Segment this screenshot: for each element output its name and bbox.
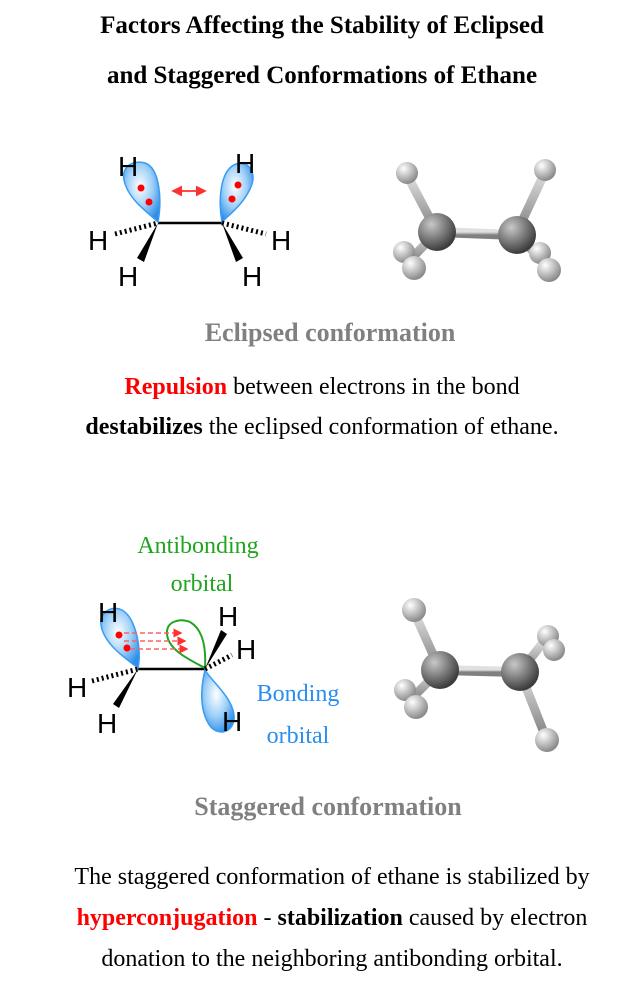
repulsion-term: Repulsion: [124, 374, 228, 400]
sentence-text: caused by electron: [402, 905, 588, 931]
antibonding-label: Antibonding: [137, 533, 258, 559]
atom-h: H: [118, 151, 138, 182]
atom-h: H: [88, 225, 108, 256]
orbital-lobe-left: [122, 161, 161, 224]
staggered-sentence-line-2: hyperconjugation - stabilization caused …: [10, 905, 644, 932]
antibonding-orbital: [165, 619, 207, 670]
sentence-text: -: [257, 905, 278, 931]
hashed-bond: [221, 220, 267, 237]
electron-dot: [123, 644, 131, 652]
atom-h: H: [271, 225, 291, 256]
staggered-ball-stick-model: [394, 598, 565, 752]
atom-h: H: [118, 261, 138, 292]
atom-h: H: [236, 634, 256, 665]
electron-dot: [115, 631, 123, 639]
hashed-bond: [203, 652, 234, 672]
eclipsed-structure: H H H H H H: [88, 148, 291, 292]
atom-h: H: [218, 601, 238, 632]
staggered-caption: Staggered conformation: [194, 792, 462, 821]
electron-dot: [234, 181, 242, 189]
wedge-bond: [137, 223, 158, 262]
eclipsed-ball-stick-model: [393, 159, 561, 282]
sentence-text: between electrons in the bond: [227, 374, 520, 400]
eclipsed-caption: Eclipsed conformation: [204, 318, 456, 347]
atom-h: H: [242, 261, 262, 292]
electron-dot: [228, 195, 236, 203]
wedge-bond: [222, 223, 243, 262]
title-line-2: and Staggered Conformations of Ethane: [106, 62, 538, 89]
eclipsed-sentence-line-2: destabilizes the eclipsed conformation o…: [0, 414, 644, 441]
staggered-sentence-line-1: The staggered conformation of ethane is …: [74, 864, 590, 890]
staggered-structure: H H H H H H Antibonding orbital Bonding …: [67, 533, 339, 749]
bonding-label-2: orbital: [267, 723, 330, 749]
destabilizes-term: destabilizes: [85, 414, 203, 440]
atom-h: H: [222, 706, 242, 737]
atom-h: H: [97, 708, 117, 739]
atom-h: H: [98, 597, 118, 628]
sentence-text: the eclipsed conformation of ethane.: [202, 414, 559, 440]
atom-h: H: [67, 672, 87, 703]
electron-dot: [145, 198, 153, 206]
electron-dot: [137, 184, 145, 192]
stabilization-term: stabilization: [277, 905, 403, 931]
orbital-lobe-right: [219, 162, 254, 224]
wedge-bond: [113, 669, 138, 708]
wedge-bond: [205, 630, 227, 669]
hyperconjugation-term: hyperconjugation: [76, 905, 258, 931]
eclipsed-sentence-line-1: Repulsion between electrons in the bond: [0, 374, 644, 401]
hashed-bond: [114, 220, 159, 237]
antibonding-label-2: orbital: [171, 571, 234, 597]
bonding-label: Bonding: [257, 681, 340, 707]
staggered-sentence-line-3: donation to the neighboring antibonding …: [101, 946, 563, 972]
title-line-1: Factors Affecting the Stability of Eclip…: [100, 12, 544, 39]
bonding-lobe-right: [200, 668, 235, 733]
atom-h: H: [235, 148, 255, 179]
